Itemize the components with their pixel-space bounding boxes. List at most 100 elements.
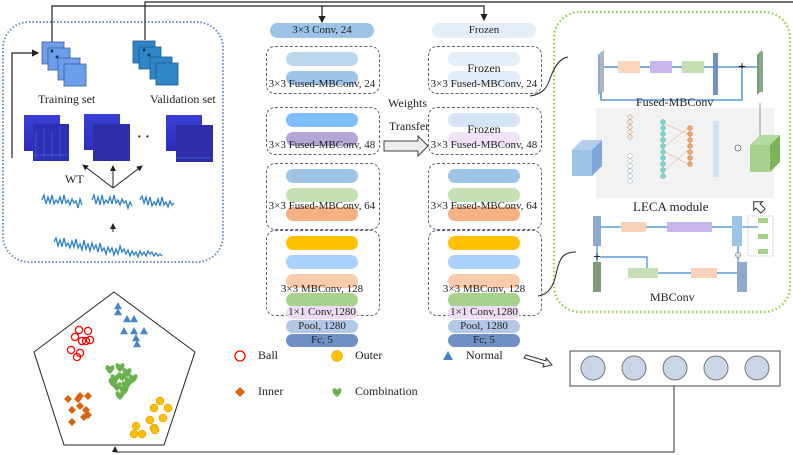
stage-block bbox=[286, 132, 358, 146]
weights-transfer-arrow bbox=[383, 134, 429, 158]
head-layer: 1×1 Conv,1280 bbox=[286, 306, 358, 319]
circle-marker bbox=[331, 350, 343, 362]
stage-label: 3×3 Fused-MBConv, 24 bbox=[430, 78, 538, 90]
heart-marker bbox=[332, 388, 342, 397]
leca-arrow bbox=[753, 201, 766, 214]
triangle-marker bbox=[140, 327, 148, 335]
head-layer: Fc, 5 bbox=[286, 334, 358, 347]
circle-marker bbox=[149, 403, 159, 413]
circle-marker bbox=[129, 429, 139, 439]
circle-marker bbox=[150, 425, 160, 435]
stage-block bbox=[448, 236, 520, 250]
legend-label: Combination bbox=[355, 384, 418, 398]
triangle-marker bbox=[130, 327, 138, 335]
diamond-marker bbox=[84, 392, 92, 400]
top-connectors bbox=[11, 1, 793, 158]
circle-open-marker bbox=[72, 352, 82, 362]
validation-set-stack bbox=[132, 40, 179, 86]
diamond-marker bbox=[235, 387, 245, 397]
feature-scatter bbox=[64, 302, 173, 439]
stage-block bbox=[448, 293, 520, 307]
leca-module-title: LECA module bbox=[633, 199, 709, 214]
ellipsis: · · bbox=[137, 130, 150, 145]
stem-layer: Frozen bbox=[432, 23, 536, 38]
head-layer: Pool, 1280 bbox=[286, 320, 358, 333]
head-layer: Pool, 1280 bbox=[448, 320, 520, 333]
output-node bbox=[703, 355, 729, 381]
triangle-marker bbox=[130, 315, 138, 323]
weights-label: Weights bbox=[388, 96, 428, 110]
mbconv-diagram: + bbox=[593, 215, 774, 292]
stage-group bbox=[428, 46, 542, 94]
circle-marker bbox=[137, 429, 147, 439]
output-node bbox=[621, 355, 647, 381]
stage-label: 3×3 Fused-MBConv, 48 bbox=[268, 139, 376, 151]
heart-marker bbox=[105, 365, 115, 374]
heart-marker bbox=[117, 372, 127, 381]
to-output-arrow bbox=[523, 354, 553, 368]
stage-block bbox=[286, 274, 358, 288]
preprocessing-frame bbox=[2, 21, 224, 263]
stage-block bbox=[286, 293, 358, 307]
mbconv-title: MBConv bbox=[650, 290, 695, 304]
stage-group bbox=[428, 107, 542, 155]
legend-label: Inner bbox=[258, 384, 284, 398]
modules-frame bbox=[552, 10, 792, 314]
circle-marker bbox=[145, 415, 155, 425]
wt-label: WT bbox=[65, 172, 84, 186]
stem-layer: 3×3 Conv, 24 bbox=[270, 23, 374, 38]
heart-marker bbox=[121, 381, 131, 390]
circle-open-marker bbox=[66, 345, 76, 355]
triangle-marker bbox=[114, 302, 122, 310]
stage-label: 3×3 Fused-MBConv, 24 bbox=[268, 78, 376, 90]
stage-block bbox=[286, 52, 358, 66]
heart-marker bbox=[128, 374, 138, 383]
fused-connector bbox=[529, 56, 569, 97]
fused-mbconv-title: Fused-MBConv bbox=[636, 95, 714, 109]
validation-set-label: Validation set bbox=[150, 92, 216, 106]
mbconv-connector bbox=[537, 251, 577, 297]
legend-markers bbox=[234, 350, 453, 397]
diamond-marker bbox=[76, 402, 84, 410]
stage-group bbox=[266, 46, 380, 94]
output-node bbox=[662, 355, 688, 381]
triangle-marker bbox=[120, 327, 128, 335]
stage-block bbox=[448, 71, 520, 85]
circle-open-marker bbox=[234, 350, 246, 362]
circle-open-marker bbox=[83, 326, 93, 336]
circle-marker bbox=[163, 403, 173, 413]
stage-block bbox=[286, 236, 358, 250]
stage-block bbox=[448, 207, 520, 221]
legend-label: Normal bbox=[466, 348, 503, 362]
legend-label: Ball bbox=[258, 348, 278, 362]
svg-text:+: + bbox=[593, 249, 600, 264]
circle-open-marker bbox=[85, 335, 95, 345]
training-set-stack bbox=[41, 41, 87, 87]
diamond-marker bbox=[84, 411, 92, 419]
output-nodes bbox=[580, 355, 770, 381]
training-set-label: Training set bbox=[38, 92, 96, 106]
triangle-marker bbox=[133, 340, 141, 348]
fused-mbconv-diagram: + bbox=[598, 50, 763, 101]
diamond-marker bbox=[68, 418, 76, 426]
stage-block bbox=[448, 169, 520, 183]
stage-block bbox=[448, 274, 520, 288]
triangle-marker bbox=[132, 334, 140, 342]
feedback-line bbox=[112, 386, 675, 453]
frozen-label: Frozen bbox=[467, 61, 501, 75]
diamond-marker bbox=[64, 395, 72, 403]
diamond-marker bbox=[68, 406, 76, 414]
heart-marker bbox=[115, 391, 125, 400]
stage-block bbox=[448, 52, 520, 66]
stage-group bbox=[266, 107, 380, 155]
stage-block bbox=[286, 169, 358, 183]
stage-label: 3×3 Fused-MBConv, 48 bbox=[430, 139, 538, 151]
heart-marker bbox=[108, 378, 118, 387]
circle-open-marker bbox=[74, 325, 84, 335]
legend-label: Outer bbox=[355, 348, 383, 362]
vibration-signals bbox=[41, 192, 175, 259]
stage-group bbox=[428, 163, 542, 230]
stage-label: 3×3 Fused-MBConv, 64 bbox=[268, 200, 376, 212]
stage-block bbox=[286, 188, 358, 202]
heart-marker bbox=[115, 363, 125, 372]
